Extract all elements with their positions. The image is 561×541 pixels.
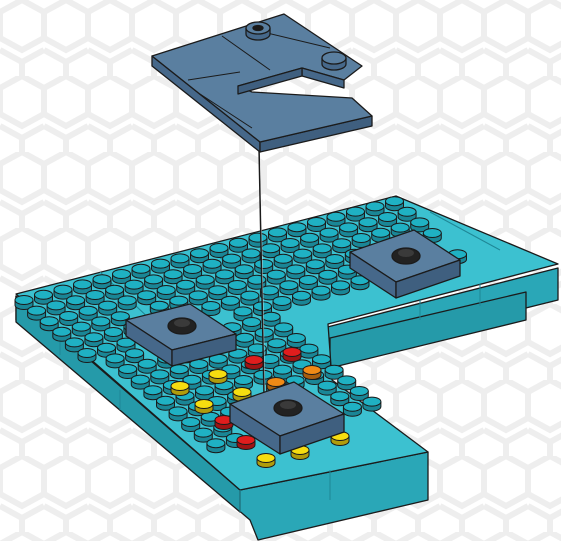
red-stud <box>283 348 301 362</box>
red-stud <box>237 436 255 450</box>
yellow-stud <box>257 454 275 468</box>
baseplate-stud <box>273 297 291 311</box>
baseplate-stud <box>343 402 361 416</box>
yellow-stud <box>171 382 189 396</box>
baseplate-stud <box>207 439 225 453</box>
orange-stud <box>303 366 321 380</box>
c-piece-stud-top <box>246 22 270 40</box>
baseplate-stud <box>312 286 330 300</box>
yellow-stud <box>209 370 227 384</box>
baseplate-stud <box>363 397 381 411</box>
red-stud <box>245 356 263 370</box>
baseplate-stud <box>293 291 311 305</box>
baseplate-stud <box>332 281 350 295</box>
yellow-stud <box>195 400 213 414</box>
c-piece-stud-right <box>322 52 346 70</box>
baseplate-stud <box>78 349 96 363</box>
baseplate-stud <box>118 296 136 310</box>
